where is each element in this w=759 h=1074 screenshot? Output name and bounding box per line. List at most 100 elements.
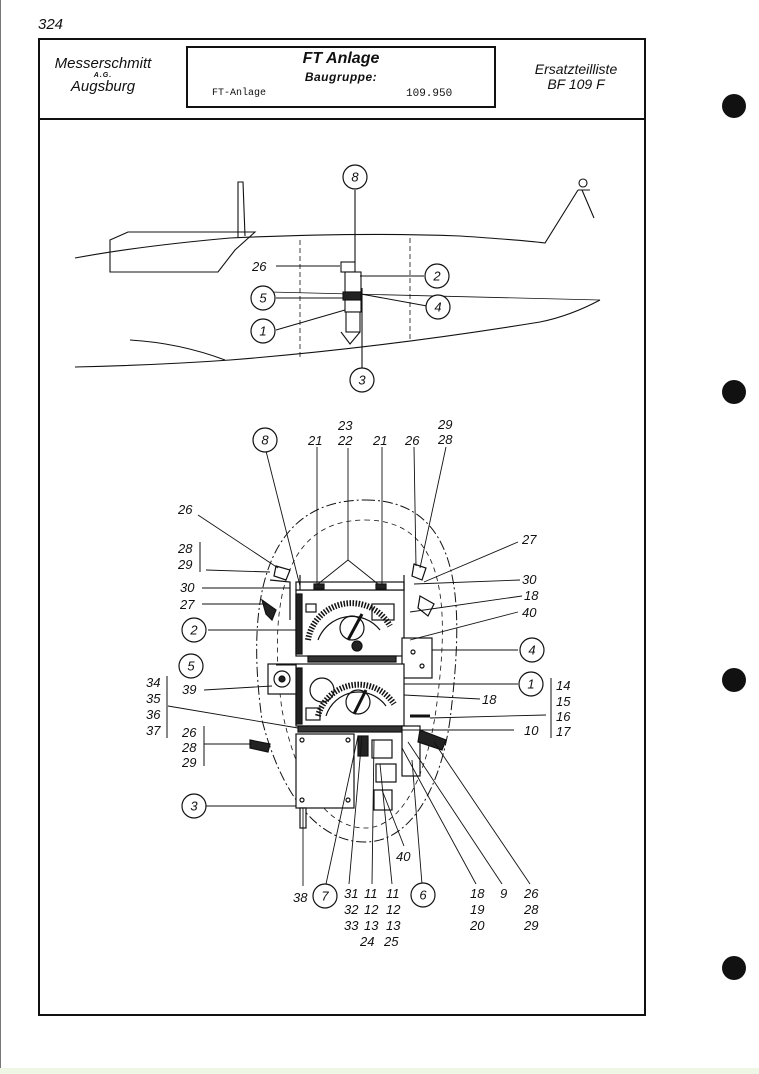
label-16: 16 bbox=[556, 709, 571, 724]
label-13: 13 bbox=[386, 918, 401, 933]
cross-section-outline bbox=[256, 499, 458, 843]
label-18: 18 bbox=[470, 886, 485, 901]
label-28: 28 bbox=[437, 432, 453, 447]
label-25: 25 bbox=[383, 934, 399, 949]
group-number: 109.950 bbox=[406, 88, 453, 100]
label-31: 31 bbox=[344, 886, 358, 901]
svg-text:2: 2 bbox=[432, 269, 441, 284]
svg-text:1: 1 bbox=[259, 324, 266, 339]
parts-list-block: Ersatzteilliste BF 109 F bbox=[506, 61, 646, 93]
callout-7-detail: 7 bbox=[312, 883, 338, 909]
label-13: 13 bbox=[364, 918, 379, 933]
label-27: 27 bbox=[521, 532, 537, 547]
label-32: 32 bbox=[344, 902, 359, 917]
punch-hole bbox=[722, 956, 746, 980]
callout-1-side: 1 bbox=[250, 318, 276, 344]
header-divider bbox=[38, 118, 646, 120]
callout-8-detail: 8 bbox=[252, 427, 278, 453]
label-29: 29 bbox=[181, 755, 196, 770]
detail-leaders bbox=[167, 446, 547, 886]
scan-bottom-strip bbox=[0, 1068, 759, 1074]
radio-equipment-rack bbox=[249, 563, 447, 829]
detail-number-labels: 21 23 22 21 26 29 28 26 28 29 30 27 27 3… bbox=[146, 417, 571, 949]
callout-8-side: 8 bbox=[342, 164, 368, 190]
label-36: 36 bbox=[146, 707, 161, 722]
label-26: 26 bbox=[181, 725, 197, 740]
page-number: 324 bbox=[38, 16, 64, 33]
label-35: 35 bbox=[146, 691, 161, 706]
svg-text:5: 5 bbox=[187, 659, 195, 674]
label-26-side: 26 bbox=[251, 259, 267, 274]
side-view-leaders bbox=[275, 265, 428, 331]
punch-hole bbox=[722, 94, 746, 118]
manufacturer-suffix: A.G. bbox=[93, 71, 113, 79]
label-29: 29 bbox=[523, 918, 538, 933]
label-28: 28 bbox=[523, 902, 539, 917]
label-26: 26 bbox=[523, 886, 539, 901]
label-15: 15 bbox=[556, 694, 571, 709]
page-left-edge bbox=[0, 0, 1, 1074]
svg-text:6: 6 bbox=[419, 888, 427, 903]
svg-text:5: 5 bbox=[259, 291, 267, 306]
punch-hole bbox=[722, 380, 746, 404]
document-title: FT Anlage bbox=[302, 50, 380, 67]
label-38: 38 bbox=[293, 890, 308, 905]
callout-2-side: 2 bbox=[424, 263, 450, 289]
label-37: 37 bbox=[146, 723, 161, 738]
svg-text:4: 4 bbox=[528, 643, 535, 658]
callout-5-side: 5 bbox=[250, 285, 276, 311]
label-26: 26 bbox=[404, 433, 420, 448]
label-29: 29 bbox=[177, 557, 192, 572]
aircraft-model: BF 109 F bbox=[547, 76, 605, 93]
fuselage-side-view bbox=[74, 178, 601, 368]
callout-3-detail: 3 bbox=[181, 793, 207, 819]
callout-4-detail: 4 bbox=[519, 637, 545, 663]
label-30: 30 bbox=[522, 572, 537, 587]
svg-text:4: 4 bbox=[434, 300, 441, 315]
label-20: 20 bbox=[469, 918, 485, 933]
drawing-frame bbox=[38, 38, 646, 1016]
detail-circled-callouts: 8 2 5 3 7 6 4 1 bbox=[178, 427, 545, 909]
label-9: 9 bbox=[500, 886, 507, 901]
label-12: 12 bbox=[364, 902, 379, 917]
label-18: 18 bbox=[524, 588, 539, 603]
svg-text:3: 3 bbox=[358, 373, 366, 388]
label-28: 28 bbox=[177, 541, 193, 556]
callout-1-detail: 1 bbox=[518, 671, 544, 697]
label-34: 34 bbox=[146, 675, 160, 690]
label-28: 28 bbox=[181, 740, 197, 755]
label-39: 39 bbox=[182, 682, 196, 697]
parts-list-title: Ersatzteilliste bbox=[534, 61, 618, 77]
manufacturer-city: Augsburg bbox=[70, 78, 136, 96]
label-29: 29 bbox=[437, 417, 452, 432]
label-23: 23 bbox=[337, 418, 353, 433]
callout-2-detail: 2 bbox=[181, 617, 207, 643]
manufacturer-name: Messerschmitt bbox=[54, 55, 152, 72]
label-22: 22 bbox=[337, 433, 353, 448]
svg-text:3: 3 bbox=[190, 799, 198, 814]
label-33: 33 bbox=[344, 918, 359, 933]
label-18: 18 bbox=[482, 692, 497, 707]
label-40: 40 bbox=[396, 849, 411, 864]
label-40: 40 bbox=[522, 605, 537, 620]
label-11: 11 bbox=[364, 886, 378, 901]
label-17: 17 bbox=[556, 724, 571, 739]
punch-hole bbox=[722, 668, 746, 692]
svg-text:2: 2 bbox=[189, 623, 198, 638]
svg-text:8: 8 bbox=[261, 433, 269, 448]
group-label: Baugruppe: bbox=[304, 70, 378, 84]
label-30: 30 bbox=[180, 580, 195, 595]
label-26: 26 bbox=[177, 502, 193, 517]
label-10: 10 bbox=[524, 723, 539, 738]
callout-3-side: 3 bbox=[349, 367, 375, 393]
manufacturer-block: Messerschmitt A.G. Augsburg bbox=[48, 56, 158, 95]
label-12: 12 bbox=[386, 902, 401, 917]
label-14: 14 bbox=[556, 678, 570, 693]
svg-text:7: 7 bbox=[321, 889, 329, 904]
svg-text:1: 1 bbox=[527, 677, 534, 692]
title-box: FT Anlage Baugruppe: FT-Anlage 109.950 bbox=[186, 46, 496, 108]
label-11: 11 bbox=[386, 886, 400, 901]
label-21: 21 bbox=[307, 433, 322, 448]
label-27: 27 bbox=[179, 597, 195, 612]
